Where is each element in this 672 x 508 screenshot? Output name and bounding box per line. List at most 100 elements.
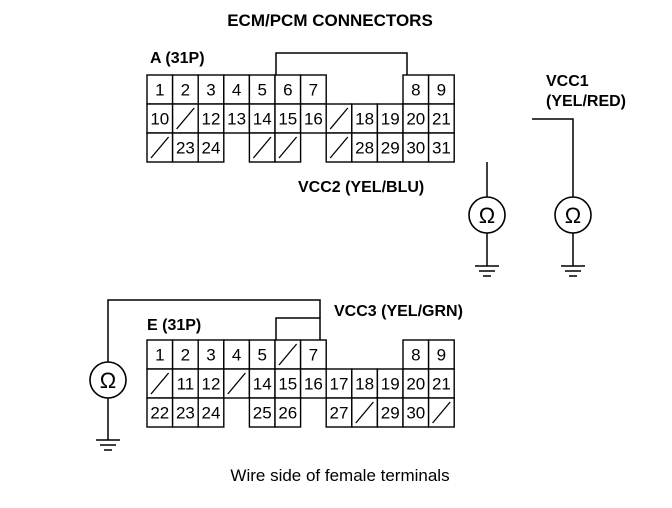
pin-cavity: 20 xyxy=(402,103,430,134)
pin-cavity: 21 xyxy=(427,368,455,399)
pin-cavity: 18 xyxy=(351,103,379,134)
pin-number: 15 xyxy=(278,375,297,394)
pin-cavity: 25 xyxy=(248,397,276,428)
empty-pin-slash xyxy=(355,401,374,424)
pin-cavity: 29 xyxy=(376,132,404,163)
pin-number: 24 xyxy=(202,404,221,423)
ground-icon xyxy=(561,265,585,277)
pin-number: 11 xyxy=(177,375,195,394)
pin-number: 19 xyxy=(381,375,400,394)
pin-cavity: 9 xyxy=(427,74,455,105)
pin-cavity: 29 xyxy=(376,397,404,428)
pin-number: 16 xyxy=(304,110,323,129)
pin-number: 31 xyxy=(432,139,451,158)
vcc1-probe-wire xyxy=(532,118,574,197)
pin-number: 10 xyxy=(150,110,169,129)
pin-cavity xyxy=(171,103,199,134)
pin-number: 27 xyxy=(330,404,349,423)
ohmmeter-icon: Ω xyxy=(89,361,127,399)
pin-number: 5 xyxy=(257,81,266,100)
pin-cavity: 17 xyxy=(325,368,353,399)
pin-cavity: 3 xyxy=(197,74,225,105)
pin-cavity: 28 xyxy=(351,132,379,163)
pin-number: 19 xyxy=(381,110,400,129)
pin-cavity: 15 xyxy=(274,103,302,134)
pin-cavity: 5 xyxy=(248,74,276,105)
diagram-title: ECM/PCM CONNECTORS xyxy=(227,11,433,30)
empty-pin-slash xyxy=(329,107,349,130)
pin-cavity xyxy=(248,132,276,163)
pin-cavity: 24 xyxy=(197,397,225,428)
pin-number: 21 xyxy=(432,375,451,394)
pin-number: 4 xyxy=(232,81,241,100)
pin-cavity: 18 xyxy=(351,368,379,399)
pin-number: 8 xyxy=(411,346,420,365)
pin-cavity xyxy=(274,339,302,370)
pin-number: 25 xyxy=(253,404,272,423)
pin-cavity xyxy=(223,368,251,399)
ground-icon xyxy=(96,439,120,451)
pin-cavity: 7 xyxy=(299,74,327,105)
pin-number: 17 xyxy=(330,375,349,394)
pin-cavity: 14 xyxy=(248,103,276,134)
empty-pin-slash xyxy=(176,107,195,130)
pin-number: 13 xyxy=(227,110,246,129)
pin-number: 29 xyxy=(381,139,400,158)
pin-cavity: 27 xyxy=(325,397,353,428)
pin-cavity: 6 xyxy=(274,74,302,105)
empty-pin-slash xyxy=(150,372,170,395)
vcc3-label: VCC3 (YEL/GRN) xyxy=(334,303,463,320)
pin-number: 29 xyxy=(381,404,400,423)
ground-icon xyxy=(475,265,499,277)
pin-number: 1 xyxy=(155,81,164,100)
pin-cavity: 20 xyxy=(402,368,430,399)
pin-number: 26 xyxy=(278,404,297,423)
pin-cavity: 2 xyxy=(171,74,199,105)
svg-text:Ω: Ω xyxy=(565,203,581,228)
pin-number: 12 xyxy=(202,110,221,129)
pin-number: 24 xyxy=(202,139,221,158)
pin-cavity: 7 xyxy=(299,339,327,370)
pin-number: 9 xyxy=(437,81,446,100)
pin-number: 15 xyxy=(278,110,297,129)
diagram-caption: Wire side of female terminals xyxy=(230,466,449,485)
ohmmeter-icon: Ω xyxy=(468,196,506,234)
pin-number: 30 xyxy=(406,404,425,423)
pin-cavity xyxy=(427,397,455,428)
vcc1-ohmmeter: Ω xyxy=(554,196,592,277)
pin-cavity xyxy=(146,368,174,399)
vcc1-label: VCC1 xyxy=(546,73,589,90)
pin-number: 23 xyxy=(176,404,195,423)
empty-pin-slash xyxy=(278,136,298,159)
connector-e-jumper xyxy=(275,317,321,340)
pin-number: 3 xyxy=(206,81,215,100)
empty-pin-slash xyxy=(252,136,272,159)
pin-cavity: 31 xyxy=(427,132,455,163)
pin-cavity xyxy=(274,132,302,163)
pin-number: 6 xyxy=(283,81,292,100)
pin-cavity: 10 xyxy=(146,103,174,134)
svg-text:Ω: Ω xyxy=(479,203,495,228)
pin-cavity: 12 xyxy=(197,368,225,399)
pin-number: 14 xyxy=(253,375,272,394)
vcc2-ohmmeter: Ω xyxy=(468,196,506,277)
pin-cavity: 1 xyxy=(146,339,174,370)
pin-cavity: 15 xyxy=(274,368,302,399)
pin-cavity: 3 xyxy=(197,339,225,370)
pin-cavity: 30 xyxy=(402,397,430,428)
pin-number: 30 xyxy=(406,139,425,158)
pin-number: 5 xyxy=(257,346,266,365)
pin-cavity: 4 xyxy=(223,339,251,370)
pin-number: 23 xyxy=(176,139,195,158)
pin-cavity: 4 xyxy=(223,74,251,105)
pin-number: 21 xyxy=(432,110,451,129)
empty-pin-slash xyxy=(329,136,349,159)
connector-a-jumper xyxy=(275,52,408,75)
pin-number: 18 xyxy=(355,375,374,394)
pin-cavity: 9 xyxy=(427,339,455,370)
pin-cavity: 16 xyxy=(299,103,327,134)
pin-number: 14 xyxy=(253,110,272,129)
